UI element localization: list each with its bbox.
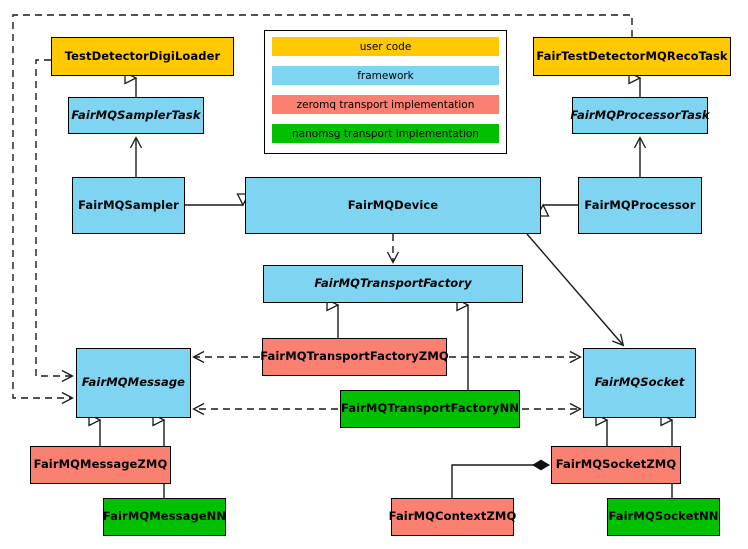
class-node-fairmqsamplertask[interactable]: FairMQSamplerTask bbox=[68, 97, 204, 134]
class-node-fairmqdevice[interactable]: FairMQDevice bbox=[245, 177, 541, 234]
class-node-fairmqprocessortask[interactable]: FairMQProcessorTask bbox=[570, 97, 710, 134]
class-node-label: FairMQTransportFactoryZMQ bbox=[260, 349, 449, 364]
class-node-label: FairMQMessageZMQ bbox=[33, 457, 168, 472]
class-node-fairmqprocessor[interactable]: FairMQProcessor bbox=[578, 177, 702, 234]
class-node-fairtestdetectormqrecotask[interactable]: FairTestDetectorMQRecoTask bbox=[533, 37, 731, 76]
class-node-fairmqtransportfactorynn[interactable]: FairMQTransportFactoryNN bbox=[340, 390, 520, 428]
legend-item-label: user code bbox=[359, 40, 412, 53]
class-node-label: FairMQMessage bbox=[81, 375, 186, 390]
class-node-label: FairMQSocket bbox=[594, 375, 685, 390]
edge-recotask-to-message bbox=[12, 14, 633, 405]
class-node-label: FairMQMessageNN bbox=[102, 509, 227, 524]
legend-item-label: framework bbox=[357, 69, 414, 82]
class-node-fairmqsocket[interactable]: FairMQSocket bbox=[583, 348, 696, 418]
legend-item-nanomsg: nanomsg transport implementation bbox=[272, 124, 499, 143]
class-node-fairmqtransportfactoryzmq[interactable]: FairMQTransportFactoryZMQ bbox=[260, 338, 449, 376]
class-node-fairmqtransportfactory[interactable]: FairMQTransportFactory bbox=[263, 265, 523, 303]
class-node-fairmqcontextzmq[interactable]: FairMQContextZMQ bbox=[388, 498, 517, 536]
class-node-fairmqmessagezmq[interactable]: FairMQMessageZMQ bbox=[30, 446, 171, 484]
class-node-label: FairMQTransportFactory bbox=[314, 276, 472, 291]
class-node-label: FairMQSampler bbox=[78, 197, 179, 212]
edge-socketzmq-composition-contextzmq bbox=[451, 459, 550, 498]
legend-item-user-code: user code bbox=[272, 37, 499, 56]
class-node-label: FairTestDetectorMQRecoTask bbox=[536, 48, 728, 63]
class-node-fairmqsocketzmq[interactable]: FairMQSocketZMQ bbox=[551, 446, 681, 484]
class-node-fairmqsocketnn[interactable]: FairMQSocketNN bbox=[607, 498, 720, 536]
class-node-label: FairMQSocketNN bbox=[608, 509, 719, 524]
class-node-label: FairMQContextZMQ bbox=[388, 509, 517, 524]
class-node-testdetectordigiloader[interactable]: TestDetectorDigiLoader bbox=[51, 37, 234, 76]
legend-item-label: zeromq transport implementation bbox=[296, 98, 475, 111]
class-node-label: FairMQDevice bbox=[347, 197, 439, 212]
edge-digiloader-to-message bbox=[35, 59, 74, 383]
legend-item-zeromq: zeromq transport implementation bbox=[272, 95, 499, 114]
class-node-label: FairMQProcessor bbox=[584, 197, 696, 212]
class-node-label: FairMQTransportFactoryNN bbox=[340, 401, 520, 416]
class-node-label: FairMQProcessorTask bbox=[570, 107, 710, 122]
edge-device-to-socket bbox=[526, 233, 625, 347]
class-node-fairmqmessage[interactable]: FairMQMessage bbox=[76, 348, 191, 418]
legend-item-framework: framework bbox=[272, 66, 499, 85]
class-node-label: FairMQSocketZMQ bbox=[555, 457, 677, 472]
class-node-fairmqsampler[interactable]: FairMQSampler bbox=[72, 177, 185, 234]
class-node-fairmqmessagenn[interactable]: FairMQMessageNN bbox=[103, 498, 226, 536]
class-node-label: FairMQSamplerTask bbox=[71, 107, 201, 122]
class-node-label: TestDetectorDigiLoader bbox=[64, 48, 221, 63]
legend-item-label: nanomsg transport implementation bbox=[292, 127, 479, 140]
